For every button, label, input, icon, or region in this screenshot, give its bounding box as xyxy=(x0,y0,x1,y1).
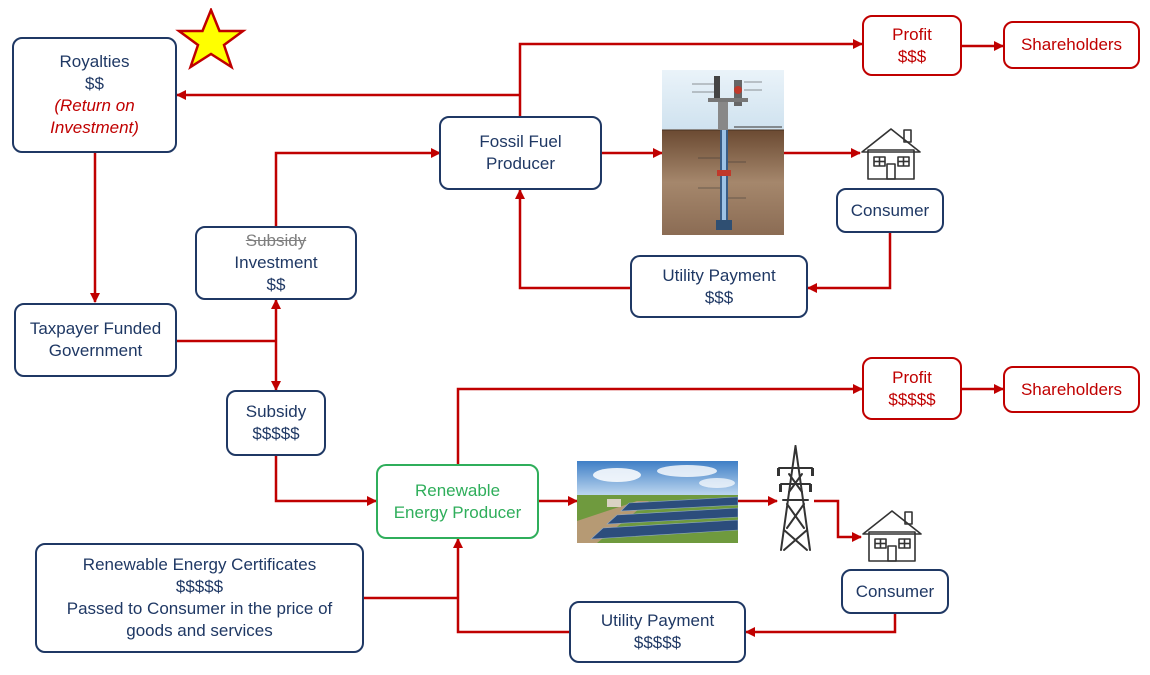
arrow-renewable-to-profit xyxy=(456,384,863,464)
renewable-producer-line-1: Renewable xyxy=(414,480,501,500)
utility-payment-bottom-box: Utility Payment $$$$$ xyxy=(569,601,746,663)
oil-well-diagram xyxy=(662,70,784,235)
subsidy-amount: $$$$$ xyxy=(252,424,300,443)
investment-box: Subsidy Investment $$ xyxy=(195,226,357,300)
profit-bottom-title: Profit xyxy=(892,367,932,387)
arrow-investment-to-fossil xyxy=(274,148,441,226)
consumer-bottom-label: Consumer xyxy=(855,581,935,601)
royalties-note-1: (Return on xyxy=(54,96,135,115)
utility-payment-top-box: Utility Payment $$$ xyxy=(630,255,808,318)
certificates-amount: $$$$$ xyxy=(175,577,224,596)
renewable-producer-line-2: Energy Producer xyxy=(393,502,522,522)
royalties-amount: $$ xyxy=(85,74,104,93)
fossil-producer-box: Fossil Fuel Producer xyxy=(439,116,602,190)
shareholders-bottom-label: Shareholders xyxy=(1020,379,1123,399)
utility-payment-top-title: Utility Payment xyxy=(662,265,776,285)
profit-bottom-box: Profit $$$$$ xyxy=(862,357,962,420)
subsidy-title: Subsidy xyxy=(245,402,307,421)
house-icon xyxy=(861,128,921,180)
utility-payment-bottom-amount: $$$$$ xyxy=(633,633,682,652)
government-line-1: Taxpayer Funded xyxy=(29,319,162,338)
certificates-title: Renewable Energy Certificates xyxy=(82,555,317,574)
profit-bottom-amount: $$$$$ xyxy=(888,389,936,409)
certificates-note-1: Passed to Consumer in the price of xyxy=(66,599,333,618)
investment-strikethrough-subsidy: Subsidy xyxy=(245,231,307,250)
solar-farm-photo xyxy=(577,461,738,543)
investment-title: Investment xyxy=(234,253,318,272)
arrow-fossil-to-profit xyxy=(518,39,863,116)
shareholders-top-box: Shareholders xyxy=(1003,21,1140,69)
certificates-box: Renewable Energy Certificates $$$$$ Pass… xyxy=(35,543,364,653)
subsidy-box: Subsidy $$$$$ xyxy=(226,390,326,456)
utility-payment-bottom-title: Utility Payment xyxy=(600,611,715,630)
fossil-producer-line-1: Fossil Fuel xyxy=(479,132,562,151)
fossil-producer-line-2: Producer xyxy=(486,154,555,173)
house-icon xyxy=(862,510,922,562)
profit-top-title: Profit xyxy=(892,24,932,44)
royalties-note-2: Investment) xyxy=(50,118,139,137)
arrow-utility-to-renewable xyxy=(453,538,569,634)
renewable-producer-box: Renewable Energy Producer xyxy=(376,464,539,539)
government-box: Taxpayer Funded Government xyxy=(14,303,177,377)
utility-payment-top-amount: $$$ xyxy=(704,287,734,307)
arrow-subsidy-to-renewable xyxy=(274,456,377,506)
profit-top-box: Profit $$$ xyxy=(862,15,962,76)
shareholders-top-label: Shareholders xyxy=(1020,35,1123,54)
consumer-top-box: Consumer xyxy=(836,188,944,233)
investment-amount: $$ xyxy=(266,275,286,294)
arrow-pylon-to-house xyxy=(814,499,862,542)
certificates-note-2: goods and services xyxy=(126,621,273,640)
consumer-bottom-box: Consumer xyxy=(841,569,949,614)
arrow-utility-to-fossil xyxy=(515,189,630,290)
arrow-consumer-to-utility-bottom xyxy=(745,614,897,637)
transmission-tower-icon xyxy=(777,445,814,551)
government-line-2: Government xyxy=(48,341,143,360)
royalties-title: Royalties xyxy=(59,52,130,71)
royalties-box: Royalties $$ (Return on Investment) xyxy=(12,37,177,153)
shareholders-bottom-box: Shareholders xyxy=(1003,366,1140,413)
arrow-consumer-to-utility-top xyxy=(807,233,892,293)
star-icon xyxy=(175,8,247,70)
profit-top-amount: $$$ xyxy=(897,46,927,66)
consumer-top-label: Consumer xyxy=(850,200,930,220)
